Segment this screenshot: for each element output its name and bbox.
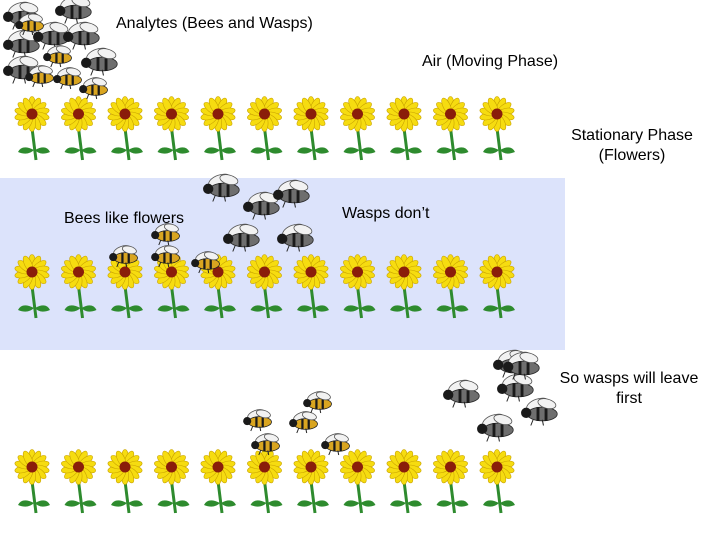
wasp-icon: [521, 397, 558, 426]
bee-icon: [25, 65, 54, 88]
flower-row-top: [14, 96, 515, 161]
sunflower-icon: [154, 254, 190, 319]
bee-icon: [79, 77, 108, 100]
insect-layer: [3, 0, 558, 456]
sunflower-icon: [247, 449, 283, 514]
bee-icon: [321, 433, 350, 456]
sunflower-icon: [479, 254, 515, 319]
sunflower-icon: [247, 96, 283, 161]
sunflower-icon: [200, 449, 236, 514]
wasp-icon: [63, 21, 100, 50]
bee-icon: [53, 67, 82, 90]
analytes-label: Analytes (Bees and Wasps): [116, 15, 313, 32]
flower-layer: [14, 96, 515, 514]
sunflower-icon: [340, 96, 376, 161]
bee-icon: [251, 433, 280, 456]
sunflower-icon: [340, 449, 376, 514]
wasp-icon: [3, 55, 40, 84]
bee-icon: [151, 223, 180, 246]
sunflower-icon: [61, 96, 97, 161]
bee-icon: [15, 13, 44, 36]
wasp-icon: [81, 47, 118, 76]
wasp-icon: [203, 173, 240, 202]
wasp-icon: [55, 0, 92, 24]
wasp-icon: [277, 223, 314, 252]
wasps-dont-label: Wasps don’t: [342, 205, 430, 222]
wasps-leave-first-label: So wasps will leave first: [548, 369, 710, 409]
sunflower-icon: [386, 254, 422, 319]
sunflower-icon: [386, 449, 422, 514]
sunflower-icon: [433, 449, 469, 514]
sunflower-icon: [14, 96, 50, 161]
sunflower-icon: [293, 96, 329, 161]
sunflower-icon: [107, 449, 143, 514]
bee-icon: [43, 45, 72, 68]
stationary-phase-label: Stationary Phase (Flowers): [560, 126, 704, 166]
wasp-icon: [223, 223, 260, 252]
bees-like-flowers-label: Bees like flowers: [64, 210, 185, 227]
wasp-icon: [477, 413, 514, 442]
wasp-icon: [33, 21, 70, 50]
sunflower-icon: [479, 96, 515, 161]
highlight-panel: [0, 178, 565, 350]
wasps-leave-line2: first: [616, 390, 642, 407]
wasp-icon: [243, 191, 280, 220]
stationary-phase-line2: (Flowers): [598, 147, 666, 164]
sunflower-icon: [200, 96, 236, 161]
sunflower-icon: [293, 449, 329, 514]
sunflower-icon: [14, 449, 50, 514]
flower-row-bottom: [14, 449, 515, 514]
sunflower-icon: [479, 449, 515, 514]
sunflower-icon: [61, 449, 97, 514]
wasps-leave-line1: So wasps will leave: [559, 370, 699, 387]
bee-icon: [289, 411, 318, 434]
air-label: Air (Moving Phase): [422, 53, 559, 70]
sunflower-icon: [247, 254, 283, 319]
wasp-icon: [3, 29, 40, 58]
sunflower-icon: [433, 254, 469, 319]
sunflower-icon: [154, 96, 190, 161]
stationary-phase-line1: Stationary Phase: [571, 127, 693, 144]
sunflower-icon: [107, 254, 143, 319]
sunflower-icon: [14, 254, 50, 319]
bee-icon: [109, 245, 138, 268]
bee-icon: [243, 409, 272, 432]
wasp-icon: [443, 379, 480, 408]
sunflower-icon: [61, 254, 97, 319]
sunflower-icon: [154, 449, 190, 514]
sunflower-icon: [386, 96, 422, 161]
bee-icon: [151, 245, 180, 268]
sunflower-icon: [107, 96, 143, 161]
bee-icon: [191, 251, 220, 274]
wasp-icon: [497, 373, 534, 402]
wasp-icon: [273, 179, 310, 208]
sunflower-icon: [433, 96, 469, 161]
bee-icon: [303, 391, 332, 414]
sunflower-icon: [293, 254, 329, 319]
wasp-icon: [503, 351, 540, 380]
sunflower-icon: [340, 254, 376, 319]
flower-row-middle: [14, 254, 515, 319]
